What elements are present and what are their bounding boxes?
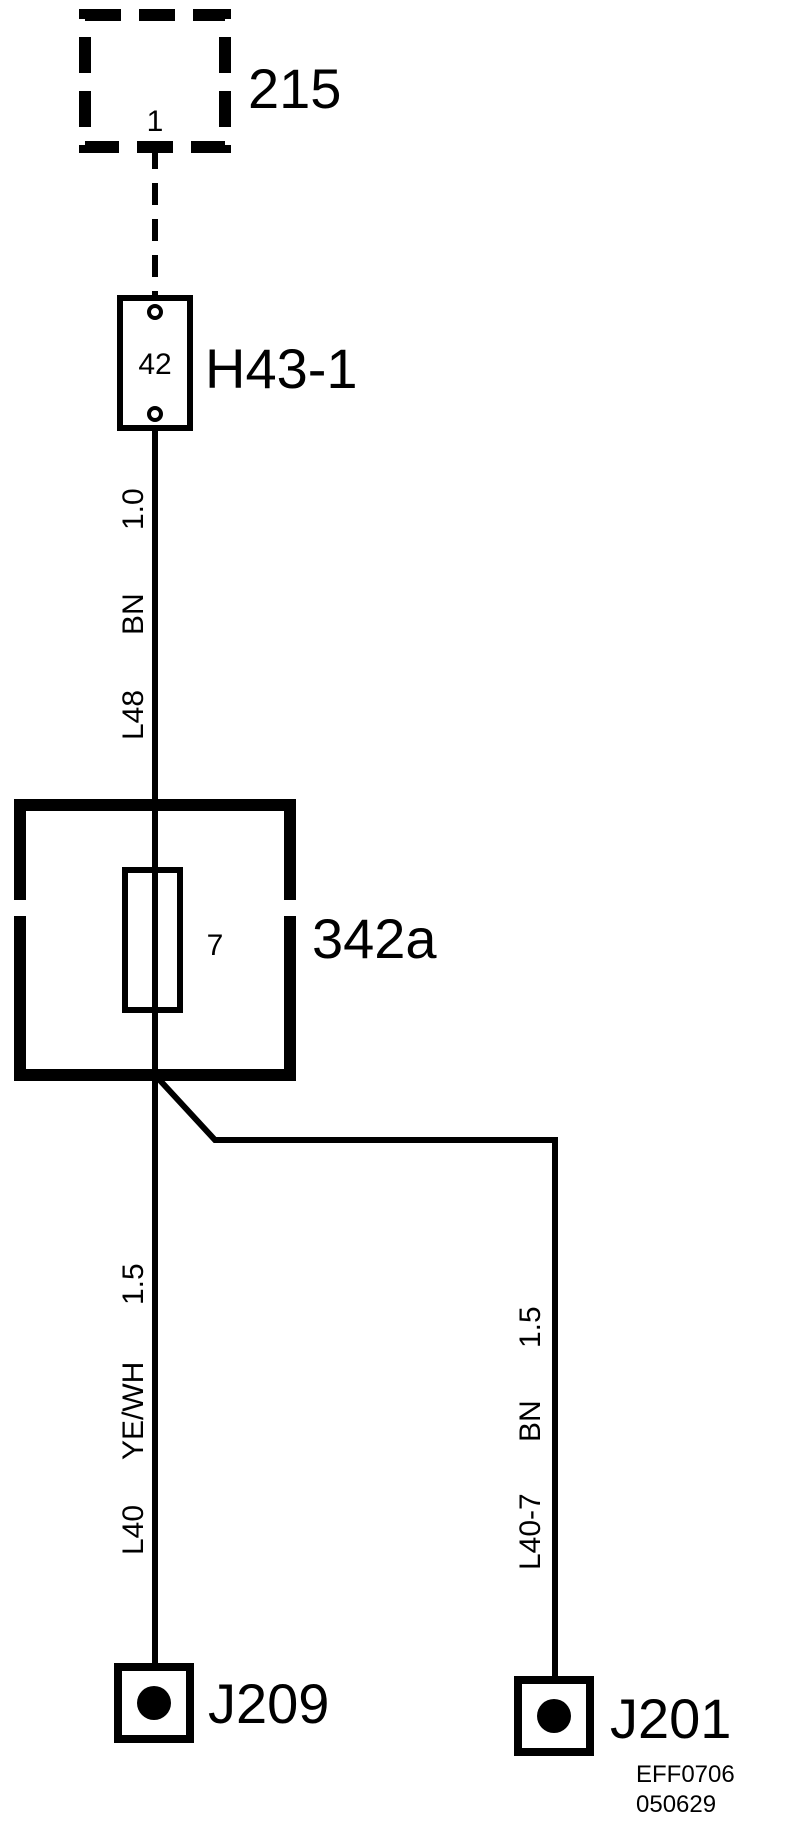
wire-l40-color: YE/WH (117, 1362, 150, 1460)
fuse-box-left-gap (10, 900, 30, 916)
terminal-j201-dot (537, 1699, 571, 1733)
fuse-box-label: 342a (312, 907, 437, 970)
wire-l48-circuit: L48 (117, 690, 150, 740)
fuse-number: 7 (207, 929, 224, 962)
wire-l48-size: 1.0 (117, 488, 150, 530)
wire-l48-label: L48 BN 1.0 (117, 488, 150, 740)
terminal-j209-label: J209 (208, 1672, 329, 1735)
connector-h43-1-pin: 42 (138, 348, 171, 381)
component-215: 1 215 (79, 9, 341, 153)
wire-l40-7-color: BN (514, 1400, 547, 1442)
fuse-box-right-gap (280, 900, 300, 916)
wire-l40-size: 1.5 (117, 1263, 150, 1305)
terminal-j201-label: J201 (610, 1687, 731, 1750)
wire-l40-7-size: 1.5 (514, 1306, 547, 1348)
terminal-j209: J209 (114, 1663, 329, 1743)
terminal-j201-box (514, 1676, 594, 1756)
connector-h43-1-bottom-terminal (147, 406, 163, 422)
component-215-pin: 1 (147, 105, 164, 138)
fuse-box-342a: 7 342a (10, 799, 437, 1081)
wire-l40-7-label: L40-7 BN 1.5 (514, 1306, 547, 1570)
wire-l48-color: BN (117, 593, 150, 635)
connector-h43-1-label: H43-1 (205, 337, 358, 400)
terminal-j209-dot (137, 1686, 171, 1720)
reference-date: 050629 (636, 1791, 716, 1818)
wire-l40-circuit: L40 (117, 1505, 150, 1555)
component-215-label: 215 (248, 57, 341, 120)
reference-code: EFF0706 (636, 1761, 735, 1788)
connector-h43-1: 42 H43-1 (117, 295, 358, 431)
wire-l40-label: L40 YE/WH 1.5 (117, 1263, 150, 1555)
terminal-j201: J201 (514, 1676, 731, 1756)
wire-l40-7 (152, 1072, 558, 1680)
wire-l40-7-circuit: L40-7 (514, 1493, 547, 1570)
connector-h43-1-top-terminal (147, 304, 163, 320)
